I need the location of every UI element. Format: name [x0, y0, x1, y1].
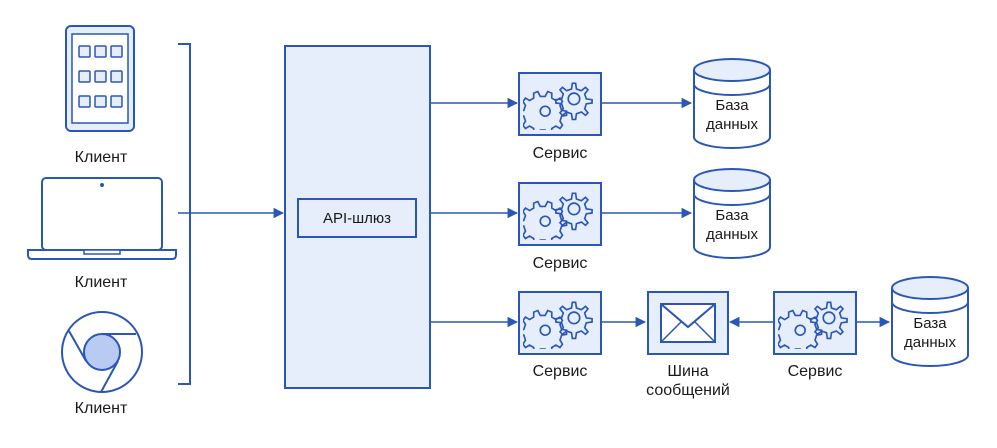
laptop-icon — [27, 177, 177, 260]
envelope-icon — [660, 303, 716, 343]
message-bus-box — [647, 291, 729, 355]
service-box-2 — [518, 182, 602, 246]
service-box-4 — [773, 291, 857, 355]
gateway-box — [297, 198, 417, 238]
database-cylinder-3 — [891, 276, 969, 367]
browser-icon — [61, 311, 143, 393]
database-cylinder-1 — [693, 58, 771, 149]
service-box-1 — [518, 72, 602, 136]
clients-bracket — [178, 43, 191, 385]
database-cylinder-2 — [693, 168, 771, 259]
service-box-3 — [518, 291, 602, 355]
tablet-icon — [65, 25, 135, 132]
